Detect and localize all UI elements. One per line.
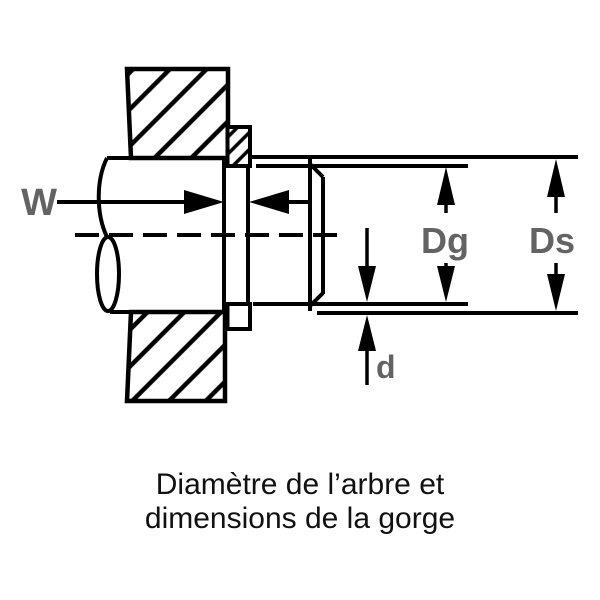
shaft-break-curve (96, 157, 109, 238)
dg-arrowhead-down (437, 266, 455, 302)
housing-top-block (124, 66, 231, 161)
caption-line-1: Diamètre de l’arbre et (155, 468, 445, 501)
groove-depth-label: d (376, 349, 396, 385)
retaining-ring-top-section (225, 125, 252, 168)
chamfer-bottom-edge (308, 291, 325, 308)
retaining-ring-bottom-section (225, 302, 252, 331)
w-arrowhead-left-pointing (249, 190, 289, 214)
dg-arrowhead-up (437, 167, 455, 205)
dimension-shaft-diameter: Ds (529, 159, 575, 311)
shaft-break-ellipse (95, 235, 121, 313)
ds-arrowhead-down (547, 274, 565, 311)
dimension-groove-width: W (21, 182, 309, 224)
chamfer-top-edge (308, 162, 325, 179)
dimension-groove-diameter: Dg (421, 167, 469, 302)
groove-width-label: W (21, 182, 57, 224)
shaft-diameter-label: Ds (529, 220, 575, 261)
d-arrowhead-down (358, 266, 376, 302)
w-arrowhead-right-pointing (184, 190, 224, 214)
shaft (95, 155, 578, 315)
housing-bottom-block (124, 309, 228, 404)
caption-line-2: dimensions de la gorge (144, 502, 456, 535)
dimension-groove-depth: d (358, 228, 396, 385)
d-arrowhead-up (358, 315, 376, 351)
caption: Diamètre de l’arbre et dimensions de la … (0, 468, 600, 536)
groove-diameter-label: Dg (421, 220, 469, 261)
ds-arrowhead-up (547, 159, 565, 197)
